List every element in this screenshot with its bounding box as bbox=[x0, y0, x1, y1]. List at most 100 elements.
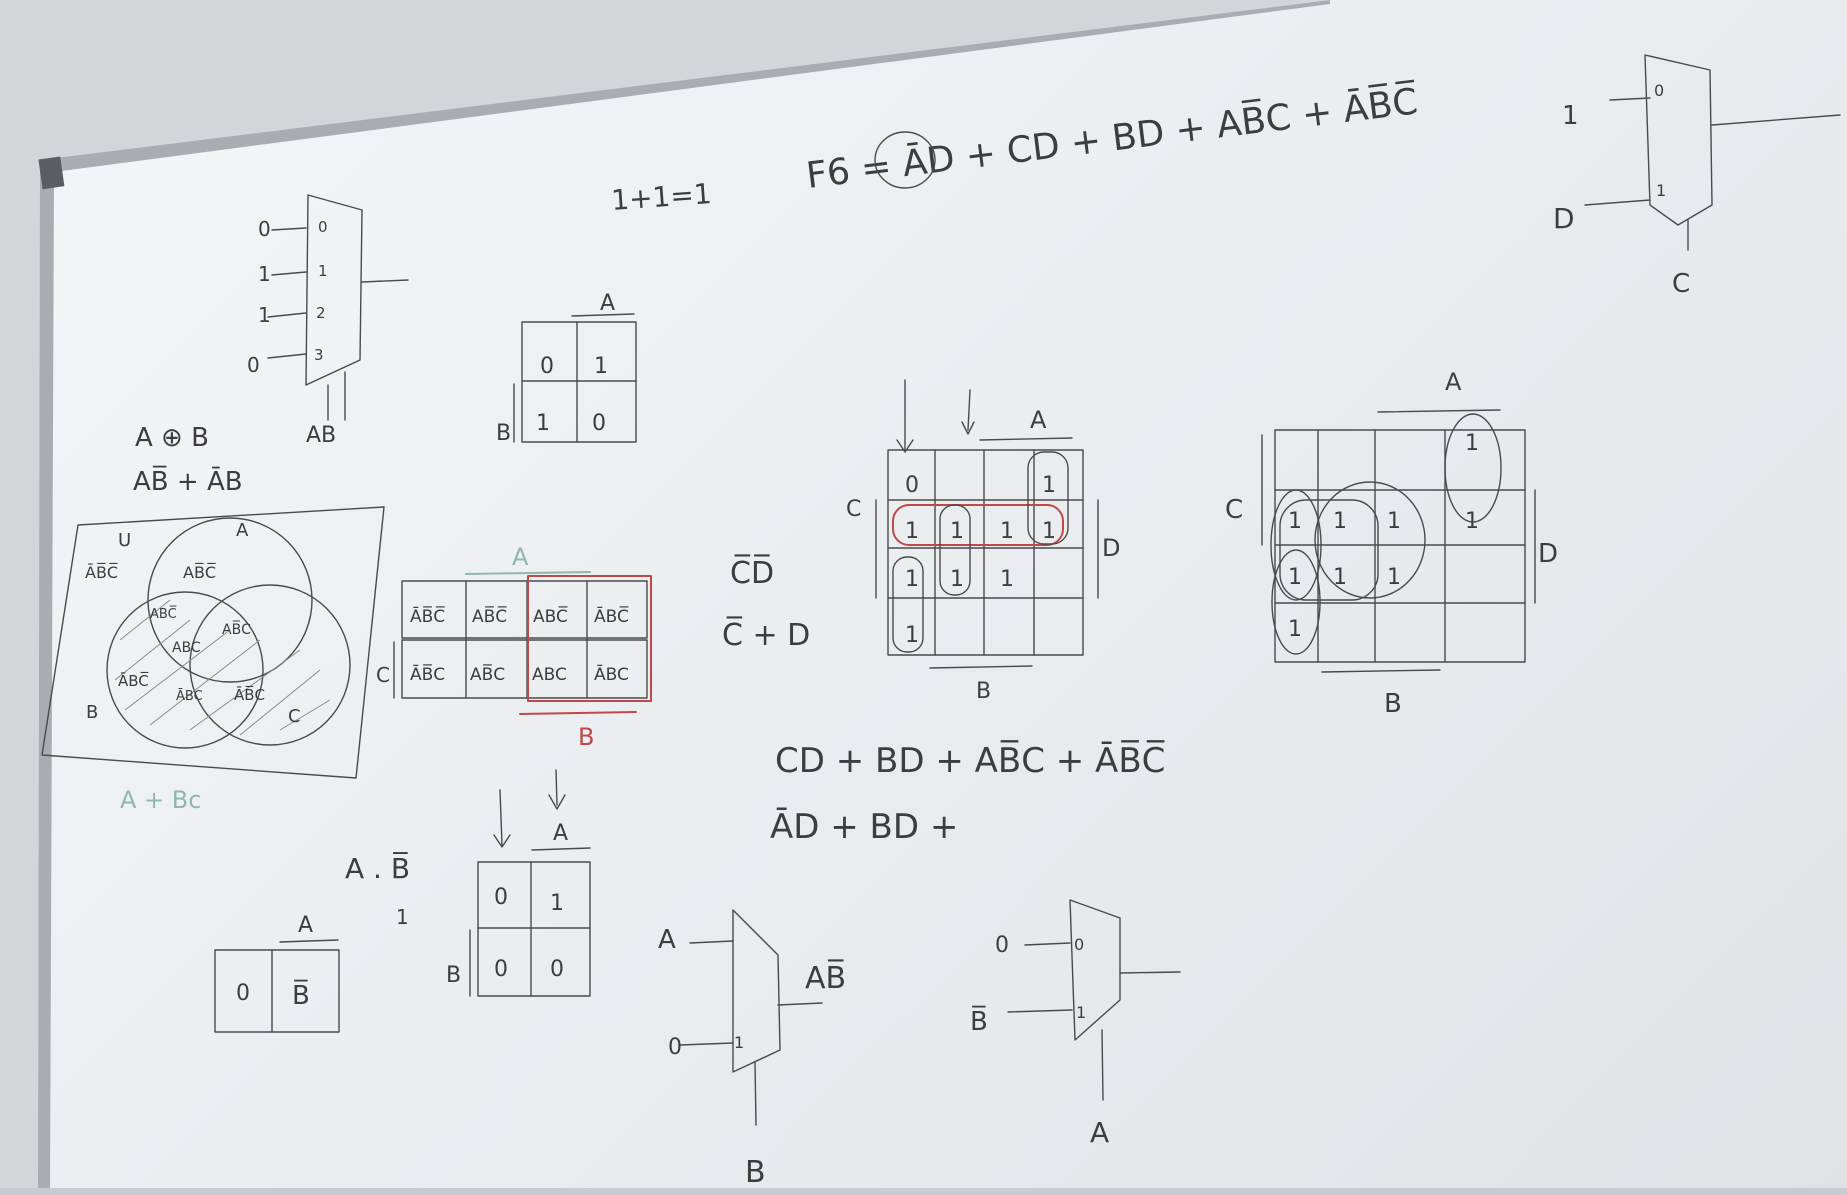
mux-in-3: 0 bbox=[247, 353, 260, 377]
small-map-1x2: A 0 B̅ bbox=[214, 913, 340, 1033]
mux-in-0: 0 bbox=[258, 217, 271, 241]
mux1-index-1: 1 bbox=[734, 1033, 744, 1052]
venn-region: ABC bbox=[172, 640, 201, 656]
mux2-select: A bbox=[1090, 1116, 1109, 1149]
identity-note: 1+1=1 bbox=[610, 177, 712, 217]
small-map-cell: B̅ bbox=[292, 979, 310, 1011]
mux-top-left: 0 1 1 0 0 1 2 3 AB bbox=[247, 194, 409, 448]
kmap-term-cell: ABC̅ bbox=[533, 605, 568, 627]
mux3-index-1: 1 bbox=[1656, 181, 1666, 200]
kmap-cell: 1 bbox=[1288, 565, 1302, 590]
kmap-cell: 1 bbox=[905, 519, 919, 544]
venn-region: AB̅C̅ bbox=[183, 563, 217, 582]
mux2-index-0: 0 bbox=[1074, 935, 1084, 954]
kmap-top-cell: 1 bbox=[536, 411, 550, 436]
kmap-bottom-col-var: A bbox=[553, 821, 568, 846]
kmap-term-cell: ABC bbox=[532, 665, 567, 685]
kmap-cell: 1 bbox=[1333, 565, 1347, 590]
venn-universe: U bbox=[118, 530, 131, 551]
kmap-cell: 1 bbox=[1042, 519, 1056, 544]
mux3-in0-label: 1 bbox=[1562, 101, 1579, 131]
mux-bottom-1: A 0 1 AB̅ B bbox=[658, 909, 846, 1190]
kmap-top-cell: 0 bbox=[540, 354, 554, 379]
kmap-cell: 1 bbox=[1042, 473, 1056, 498]
venn-region: AB̅C bbox=[222, 620, 251, 638]
kmap-terms-col-var: A bbox=[512, 543, 529, 571]
f6-formula: F6 = ĀD + CD + BD + AB̅C + ĀB̅C̅ bbox=[804, 80, 1420, 197]
venn-label-a: A bbox=[236, 520, 249, 541]
mux3-index-0: 0 bbox=[1654, 81, 1664, 100]
xor-symbol: A ⊕ B bbox=[135, 423, 209, 453]
venn-label-c: C bbox=[288, 706, 301, 727]
mux-top-right: 1 D 0 1 C bbox=[1553, 54, 1841, 299]
venn-region: ĀB̅C̅ bbox=[85, 563, 119, 582]
mux-idx-2: 2 bbox=[316, 304, 326, 322]
mux1-select: B bbox=[745, 1155, 766, 1190]
kmap-cell: 0 bbox=[905, 473, 919, 498]
kmap-terms: A C B ĀB̅C̅ AB̅C̅ ABC̅ ĀBC̅ ĀB̅C AB̅C AB… bbox=[376, 543, 652, 751]
kmap-cell: 1 bbox=[1333, 509, 1347, 534]
small-map-col-var: A bbox=[298, 913, 313, 938]
kmap-term-cell: ĀBC bbox=[594, 663, 629, 685]
kmap-mid-col-var: A bbox=[1030, 406, 1047, 434]
small-map-cell: 0 bbox=[236, 981, 250, 1006]
kmap-term-cell: ĀBC̅ bbox=[594, 605, 629, 627]
kmap-top-row-var: B bbox=[496, 421, 511, 446]
venn-region: ĀBC̅ bbox=[118, 671, 149, 690]
kmap-cell: 1 bbox=[1465, 509, 1479, 534]
mux-idx-0: 0 bbox=[318, 218, 328, 236]
kmap-right-row-var: C bbox=[1225, 495, 1243, 525]
kmap-cell: 1 bbox=[950, 519, 964, 544]
kmap-terms-row-var: C bbox=[376, 663, 390, 687]
kmap-2x2-top: A B 0 1 1 0 bbox=[496, 291, 637, 446]
mux1-output: AB̅ bbox=[805, 959, 846, 996]
kmap-right-right-var: D bbox=[1538, 539, 1558, 569]
kmap-cell: 1 bbox=[950, 567, 964, 592]
kmap-mid-right-var: D bbox=[1102, 534, 1120, 562]
f6-term-circle bbox=[874, 131, 936, 189]
kmap-top-cell: 1 bbox=[594, 354, 608, 379]
mux-bottom-2: 0 B̅ 0 1 A bbox=[970, 899, 1181, 1149]
mux2-index-1: 1 bbox=[1076, 1003, 1086, 1022]
kmap-bottom-cell: 0 bbox=[550, 957, 564, 982]
venn-region: ĀBC bbox=[176, 689, 203, 704]
venn-region: ĀB̅C bbox=[234, 685, 265, 704]
mux1-in1-label: 0 bbox=[668, 1035, 682, 1060]
mux-idx-1: 1 bbox=[318, 262, 328, 280]
kmap-bottom-cell: 0 bbox=[494, 957, 508, 982]
kmap-cell: 1 bbox=[1465, 431, 1479, 456]
kmap-mid-row-var: C bbox=[846, 497, 861, 522]
mux2-in1-label: B̅ bbox=[970, 1005, 988, 1037]
mux3-in1-label: D bbox=[1553, 202, 1575, 235]
kmap-cell: 1 bbox=[1000, 567, 1014, 592]
kmap-bottom-cell: 1 bbox=[550, 891, 564, 916]
kmap-right-bottom-var: B bbox=[1384, 689, 1402, 719]
kmap-top-col-var: A bbox=[600, 291, 615, 316]
cd-bar-note: C̅D̅ bbox=[730, 554, 774, 591]
a-dot-bbar: A . B̅ bbox=[345, 851, 410, 885]
kmap-cell: 1 bbox=[905, 567, 919, 592]
mux-idx-3: 3 bbox=[314, 346, 324, 364]
kmap-term-cell: ĀB̅C bbox=[410, 663, 445, 685]
kmap-right-col-var: A bbox=[1445, 368, 1462, 396]
mux-in-2: 1 bbox=[258, 303, 271, 327]
mux2-in0-label: 0 bbox=[995, 933, 1009, 958]
kmap-cell: 1 bbox=[1387, 565, 1401, 590]
kmap-cell: 1 bbox=[1000, 519, 1014, 544]
venn-region: ABC̅ bbox=[150, 606, 177, 622]
c-bar-plus-d-note: C̅ + D bbox=[722, 616, 810, 653]
kmap-cell: 1 bbox=[1288, 509, 1302, 534]
kmap-term-cell: ĀB̅C̅ bbox=[410, 605, 446, 627]
mux1-in0-label: A bbox=[658, 925, 676, 955]
venn-diagram: U A B C ĀB̅C̅ AB̅C̅ ABC̅ AB̅C ABC ĀBC̅ Ā… bbox=[41, 506, 385, 814]
kmap-cell: 1 bbox=[905, 623, 919, 648]
kmap-term-cell: AB̅C̅ bbox=[472, 605, 508, 627]
expr-line-1: CD + BD + AB̅C + ĀB̅C̅ bbox=[775, 740, 1165, 781]
mux-selects: AB bbox=[306, 423, 336, 448]
kmap-bottom-row-var: B bbox=[446, 963, 461, 988]
kmap-bottom-cell: 0 bbox=[494, 885, 508, 910]
a-dot-value: 1 bbox=[396, 905, 409, 929]
